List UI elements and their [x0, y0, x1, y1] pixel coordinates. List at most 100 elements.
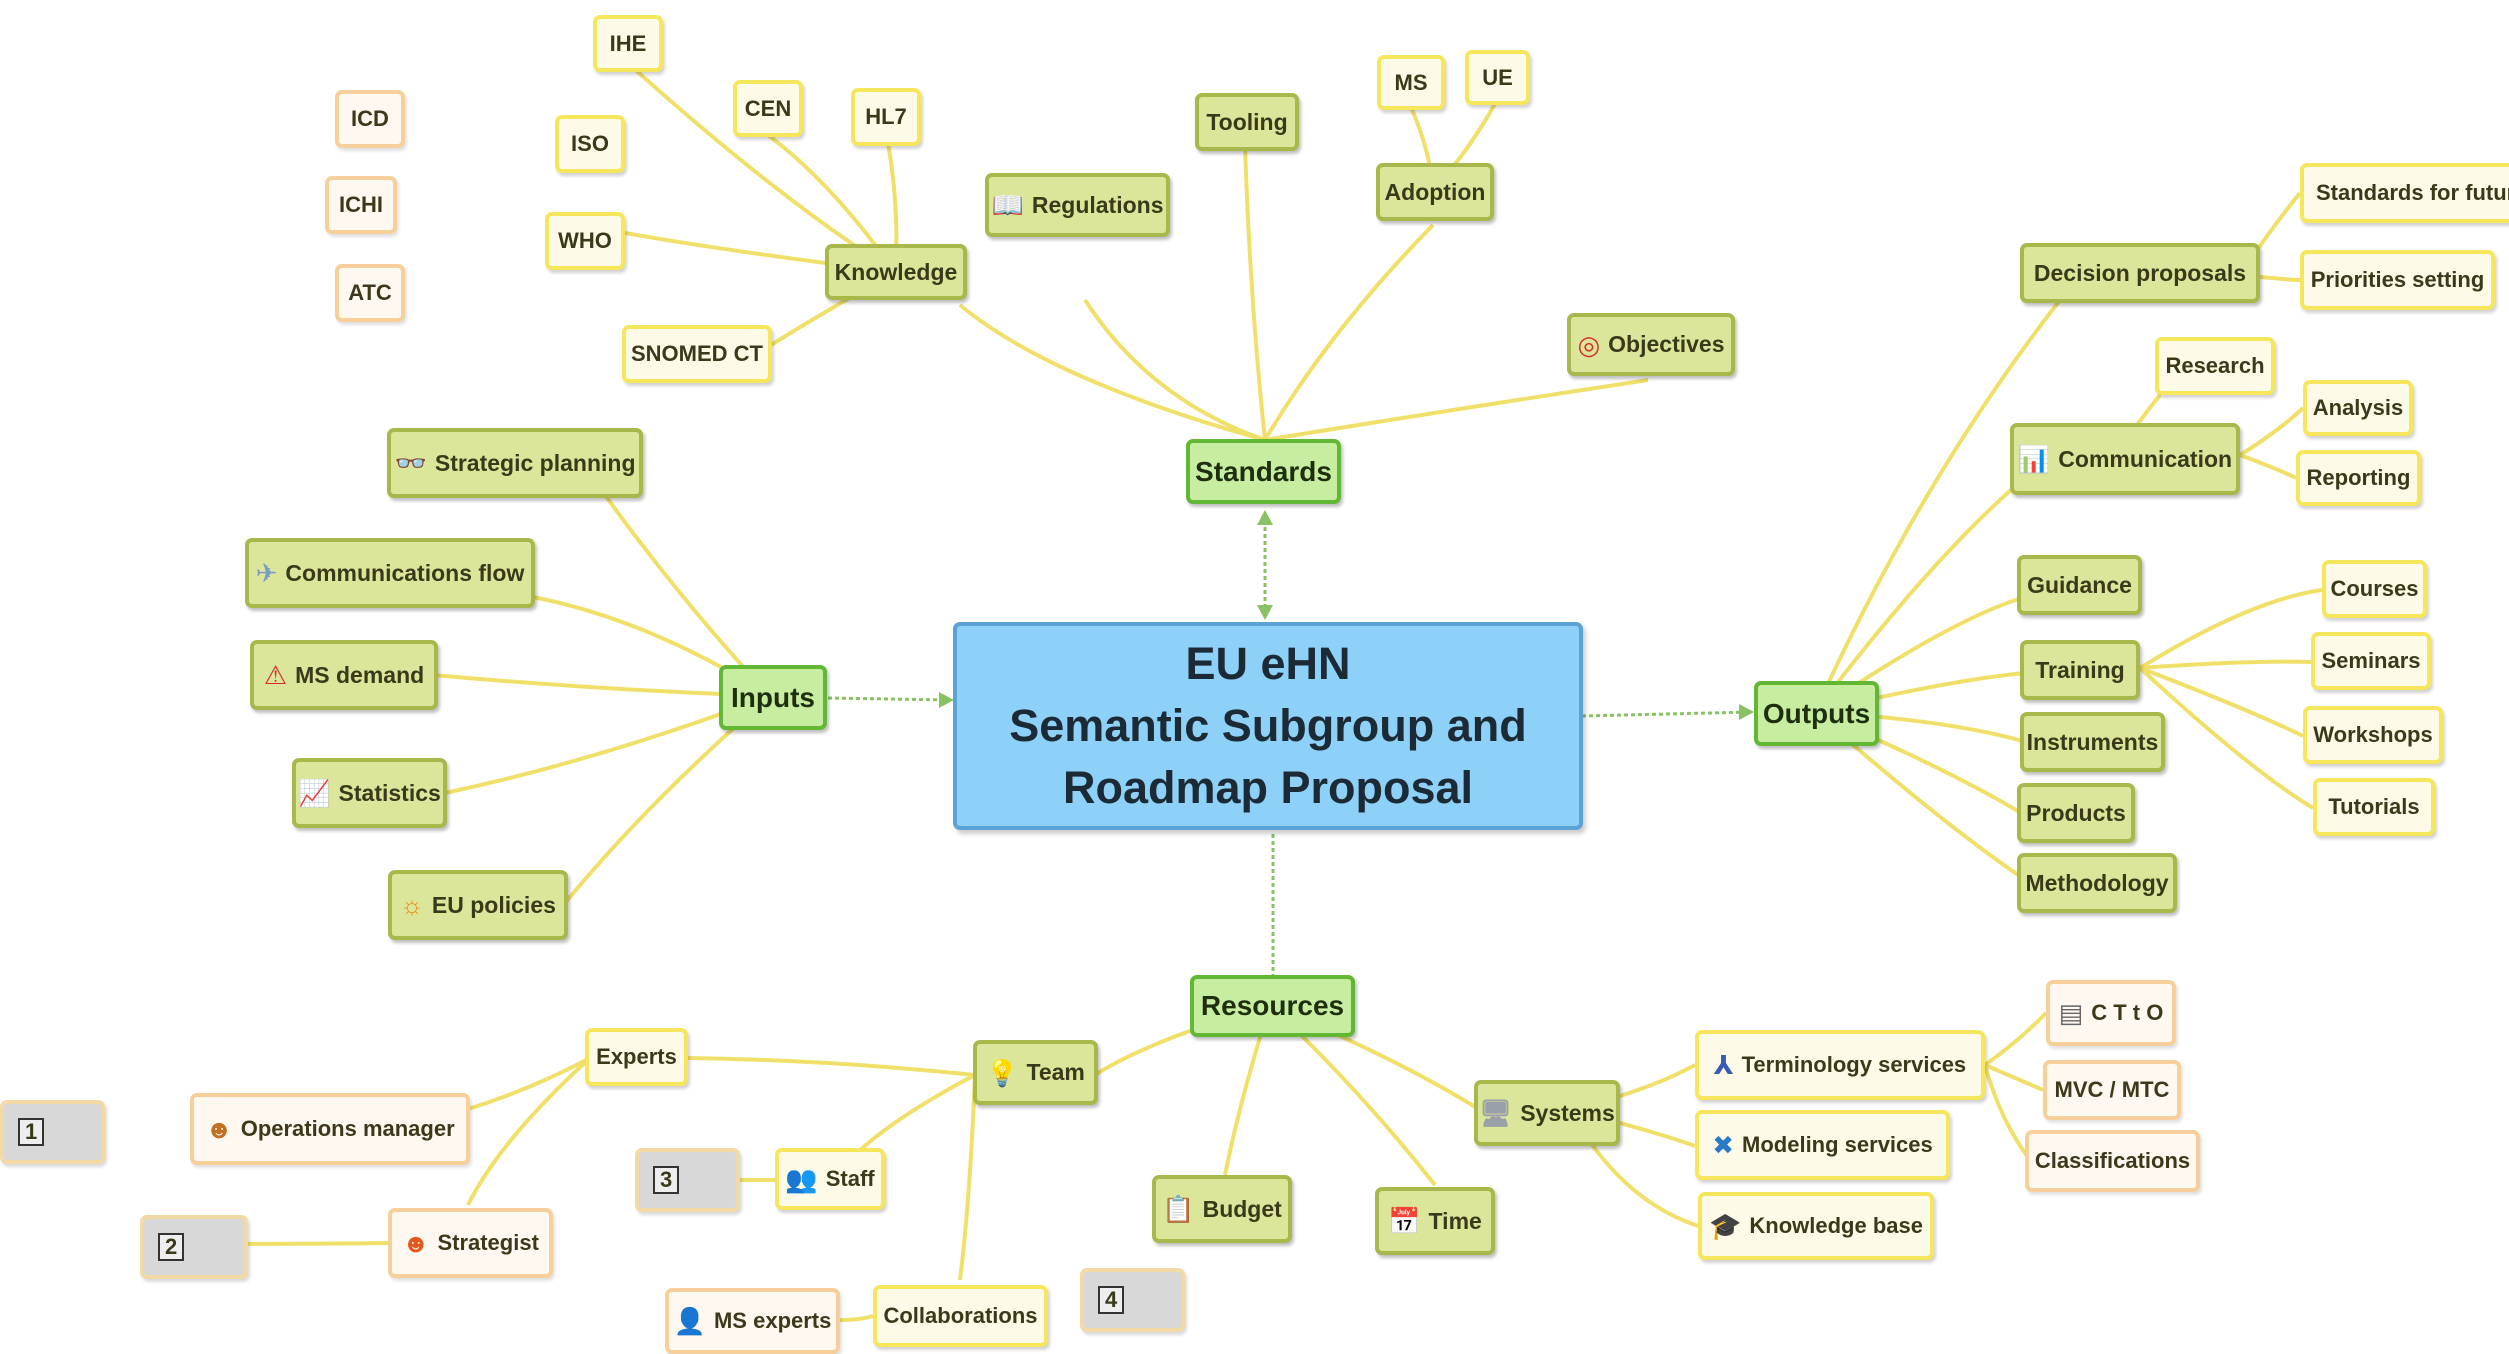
cen-node[interactable]: CEN — [733, 80, 803, 137]
strategist-node[interactable]: ☻ Strategist — [388, 1208, 553, 1278]
warning-icon: ⚠ — [263, 660, 288, 690]
database-icon: ▤ — [2058, 998, 2084, 1028]
hl7-node[interactable]: HL7 — [851, 88, 921, 146]
statistics-node[interactable]: 📈 Statistics — [292, 758, 447, 828]
terminology-services-node[interactable]: ⅄ Terminology services — [1695, 1030, 1985, 1100]
ctto-node[interactable]: ▤ C T t O — [2046, 980, 2176, 1046]
iso-node[interactable]: ISO — [555, 115, 625, 173]
objectives-node[interactable]: ◎ Objectives — [1567, 313, 1735, 376]
sun-icon: ☼ — [400, 890, 424, 920]
research-node[interactable]: Research — [2155, 337, 2275, 395]
growth-chart-icon: 📊 — [2017, 444, 2051, 474]
ms-experts-node[interactable]: 👤 MS experts — [665, 1288, 840, 1354]
analysis-node[interactable]: Analysis — [2303, 380, 2413, 436]
who-node[interactable]: WHO — [545, 212, 625, 270]
marker-1[interactable]: 1 — [0, 1100, 105, 1164]
knowledge-node[interactable]: Knowledge — [825, 244, 967, 300]
icd-node[interactable]: ICD — [335, 90, 405, 148]
products-node[interactable]: Products — [2017, 783, 2135, 843]
communication-label: Communication — [2058, 445, 2233, 472]
reporting-node[interactable]: Reporting — [2296, 450, 2421, 506]
airplane-icon: ✈ — [255, 558, 278, 588]
experts-node[interactable]: Experts — [585, 1028, 688, 1086]
marker-2-label: 2 — [158, 1233, 185, 1261]
ichi-node[interactable]: ICHI — [325, 176, 397, 234]
tooling-node[interactable]: Tooling — [1195, 93, 1299, 151]
modeling-services-label: Modeling services — [1742, 1132, 1933, 1157]
target-icon: ◎ — [1577, 329, 1601, 360]
person-icon: 👤 — [673, 1306, 706, 1336]
snomed-ct-node[interactable]: SNOMED CT — [622, 325, 772, 383]
time-node[interactable]: 📅 Time — [1375, 1187, 1495, 1255]
objectives-label: Objectives — [1608, 331, 1725, 357]
instruments-node[interactable]: Instruments — [2020, 712, 2165, 772]
communication-node[interactable]: 📊 Communication — [2010, 423, 2240, 495]
manager-avatar-icon: ☻ — [205, 1114, 233, 1144]
outputs-node[interactable]: Outputs — [1754, 681, 1879, 746]
standards-for-future-node[interactable]: Standards for future — [2300, 163, 2509, 223]
collaborations-node[interactable]: Collaborations — [873, 1285, 1048, 1347]
statistics-label: Statistics — [338, 779, 441, 806]
priorities-setting-node[interactable]: Priorities setting — [2300, 250, 2495, 310]
systems-node[interactable]: 🖥 Systems — [1474, 1080, 1620, 1146]
eu-policies-label: EU policies — [431, 891, 556, 918]
marker-3[interactable]: 3 — [635, 1148, 740, 1212]
communications-flow-label: Communications flow — [285, 559, 525, 586]
central-topic-line2: Semantic Subgroup and — [1009, 700, 1527, 751]
lightbulb-icon: 💡 — [986, 1057, 1019, 1088]
strategist-avatar-icon: ☻ — [402, 1228, 430, 1258]
ms-node[interactable]: MS — [1377, 55, 1445, 110]
communications-flow-node[interactable]: ✈ Communications flow — [245, 538, 535, 608]
mvc-mtc-node[interactable]: MVC / MTC — [2043, 1060, 2181, 1120]
central-topic[interactable]: EU eHN Semantic Subgroup and Roadmap Pro… — [953, 622, 1583, 830]
calendar-icon: 📅 — [1388, 1206, 1421, 1236]
modeling-services-node[interactable]: ✖ Modeling services — [1695, 1110, 1950, 1180]
knowledge-base-label: Knowledge base — [1749, 1213, 1923, 1238]
guidance-node[interactable]: Guidance — [2017, 555, 2142, 615]
chart-icon: 📈 — [298, 778, 331, 808]
adoption-node[interactable]: Adoption — [1376, 163, 1494, 221]
training-node[interactable]: Training — [2020, 640, 2140, 700]
book-icon: 📖 — [991, 190, 1024, 220]
regulations-node[interactable]: 📖 Regulations — [985, 173, 1170, 237]
workshops-node[interactable]: Workshops — [2303, 706, 2443, 764]
staff-node[interactable]: 👥 Staff — [775, 1148, 885, 1210]
terminology-services-label: Terminology services — [1741, 1052, 1967, 1077]
tree-icon: ⅄ — [1713, 1050, 1734, 1080]
people-icon: 👥 — [785, 1164, 818, 1194]
systems-label: Systems — [1520, 1099, 1615, 1126]
tutorials-node[interactable]: Tutorials — [2313, 778, 2435, 836]
inputs-node[interactable]: Inputs — [719, 665, 827, 730]
decision-proposals-node[interactable]: Decision proposals — [2020, 243, 2260, 303]
strategist-label: Strategist — [437, 1230, 539, 1255]
strategic-planning-label: Strategic planning — [434, 449, 636, 476]
resources-node[interactable]: Resources — [1190, 975, 1355, 1037]
operations-manager-node[interactable]: ☻ Operations manager — [190, 1093, 470, 1165]
ms-experts-label: MS experts — [713, 1308, 832, 1333]
marker-4[interactable]: 4 — [1080, 1268, 1185, 1332]
ctto-label: C T t O — [2091, 1000, 2164, 1025]
knowledge-base-node[interactable]: 🎓 Knowledge base — [1698, 1192, 1934, 1260]
ms-demand-node[interactable]: ⚠ MS demand — [250, 640, 438, 710]
server-icon: 🖥 — [1479, 1098, 1513, 1128]
budget-node[interactable]: 📋 Budget — [1152, 1175, 1292, 1243]
ihe-node[interactable]: IHE — [593, 15, 663, 72]
operations-manager-label: Operations manager — [240, 1116, 455, 1141]
marker-2[interactable]: 2 — [140, 1215, 248, 1279]
team-node[interactable]: 💡 Team — [973, 1040, 1098, 1105]
courses-node[interactable]: Courses — [2322, 560, 2427, 618]
classifications-node[interactable]: Classifications — [2025, 1130, 2200, 1192]
marker-4-label: 4 — [1098, 1286, 1125, 1314]
team-label: Team — [1026, 1059, 1085, 1085]
graduation-cap-icon: 🎓 — [1709, 1211, 1742, 1241]
atc-node[interactable]: ATC — [335, 264, 405, 322]
standards-node[interactable]: Standards — [1186, 439, 1341, 504]
marker-1-label: 1 — [18, 1118, 45, 1146]
document-icon: 📋 — [1162, 1194, 1195, 1224]
tools-icon: ✖ — [1712, 1130, 1735, 1160]
strategic-planning-node[interactable]: 👓 Strategic planning — [387, 428, 643, 498]
eu-policies-node[interactable]: ☼ EU policies — [388, 870, 568, 940]
ue-node[interactable]: UE — [1465, 50, 1530, 105]
methodology-node[interactable]: Methodology — [2017, 853, 2177, 913]
seminars-node[interactable]: Seminars — [2311, 632, 2431, 690]
